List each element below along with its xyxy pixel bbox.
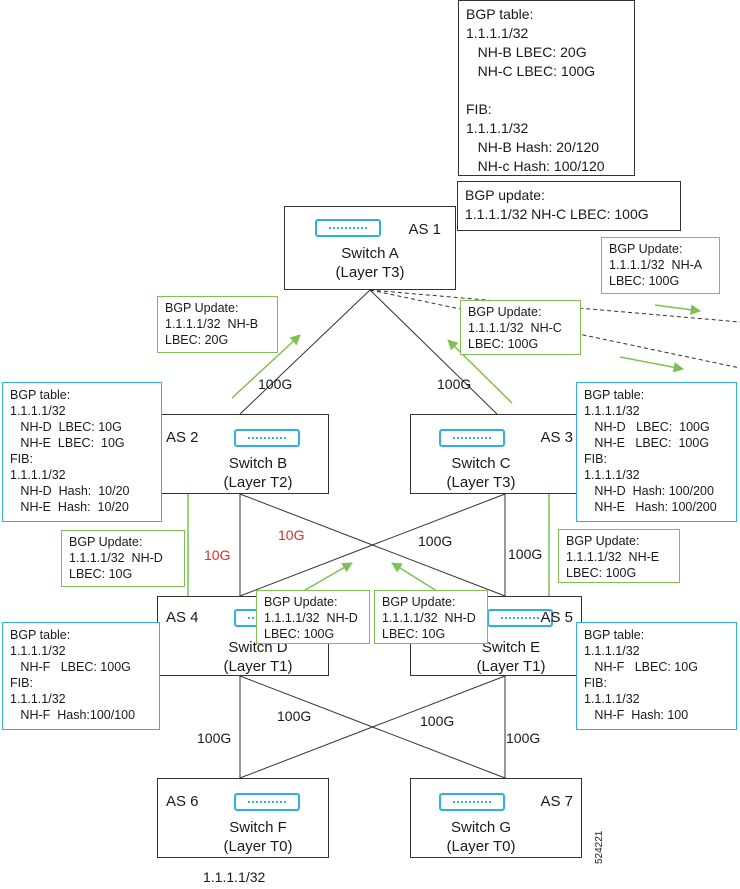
switch-icon [487,609,553,627]
switch-b-rib-fib-table: BGP table: 1.1.1.1/32 NH-D LBEC: 10G NH-… [2,382,162,522]
switch-name: Switch F [229,819,287,836]
switch-a-rib-fib-panel: BGP table: 1.1.1.1/32 NH-B LBEC: 20G NH-… [458,0,635,176]
arrow-d-to-c [299,562,353,594]
switch-icon [439,793,505,811]
as-label: AS 7 [540,793,573,810]
link-label-b-d: 10G [204,547,231,563]
switch-layer: (Layer T1) [223,658,293,675]
switch-layer: (Layer T3) [446,474,516,491]
switch-layer: (Layer T2) [223,474,293,491]
switch-a-update-panel: BGP update: 1.1.1.1/32 NH-C LBEC: 100G [457,181,681,231]
switch-b: AS 2 Switch B (Layer T2) [157,414,329,494]
update-d-to-c: BGP Update: 1.1.1.1/32 NH-D LBEC: 100G [256,590,370,644]
switch-icon [439,429,505,447]
as-label: AS 6 [166,793,199,810]
update-e-to-c: BGP Update: 1.1.1.1/32 NH-E LBEC: 100G [558,529,680,583]
switch-d-rib-fib-table: BGP table: 1.1.1.1/32 NH-F LBEC: 100G FI… [2,622,160,730]
switch-name: Switch C [451,455,511,472]
switch-f: AS 6 Switch F (Layer T0) [157,778,329,858]
as-label: AS 5 [540,609,573,626]
switch-icon [234,429,300,447]
switch-name: Switch A [341,245,399,262]
as-label: AS 2 [166,429,199,446]
switch-g: AS 7 Switch G (Layer T0) [410,778,582,858]
link-label-c-e: 100G [508,546,543,562]
switch-c: AS 3 Switch C (Layer T3) [410,414,582,494]
as-label: AS 3 [540,429,573,446]
link-label-a-b: 100G [258,376,293,392]
switch-layer: (Layer T0) [223,838,293,855]
link-label-e-f: 100G [420,713,455,729]
switch-name: Switch B [228,455,288,472]
as-label: AS 1 [408,221,441,238]
switch-name: Switch E [481,639,541,656]
link-label-c-d: 100G [418,533,453,549]
arrow-a-out-2 [619,356,685,373]
as-label: AS 4 [166,609,199,626]
link-label-e-g: 100G [506,730,541,746]
update-e-to-b: BGP Update: 1.1.1.1/32 NH-D LBEC: 10G [374,590,488,644]
link-label-a-c: 100G [437,376,472,392]
arrow-a-out-1 [654,304,702,315]
switch-layer: (Layer T1) [476,658,546,675]
figure-id: 524221 [594,830,605,864]
update-d-to-b: BGP Update: 1.1.1.1/32 NH-D LBEC: 10G [61,530,185,587]
arrow-b-to-a [231,334,301,399]
switch-e-rib-fib-table: BGP table: 1.1.1.1/32 NH-F LBEC: 10G FIB… [576,622,737,730]
link-e-f [239,675,506,779]
link-label-b-e: 10G [278,527,305,543]
advertised-prefix: 1.1.1.1/32 [203,869,266,885]
switch-layer: (Layer T0) [446,838,516,855]
switch-name: Switch G [450,819,511,836]
link-a-b [239,289,371,415]
link-a-c [369,289,498,415]
switch-icon [315,219,381,237]
update-b-to-a: BGP Update: 1.1.1.1/32 NH-B LBEC: 20G [157,296,278,353]
update-c-to-a: BGP Update: 1.1.1.1/32 NH-C LBEC: 100G [460,300,581,355]
link-c-d [239,493,506,597]
switch-icon [234,793,300,811]
arrow-e-to-b [391,562,441,594]
switch-layer: (Layer T3) [335,264,405,281]
link-label-d-f: 100G [197,730,232,746]
update-a-outbound: BGP Update: 1.1.1.1/32 NH-A LBEC: 100G [601,237,720,294]
arrow-c-to-a [447,339,513,404]
switch-c-rib-fib-table: BGP table: 1.1.1.1/32 NH-D LBEC: 100G NH… [576,382,737,522]
link-label-d-g: 100G [277,708,312,724]
switch-a: AS 1 Switch A (Layer T3) [284,206,456,290]
